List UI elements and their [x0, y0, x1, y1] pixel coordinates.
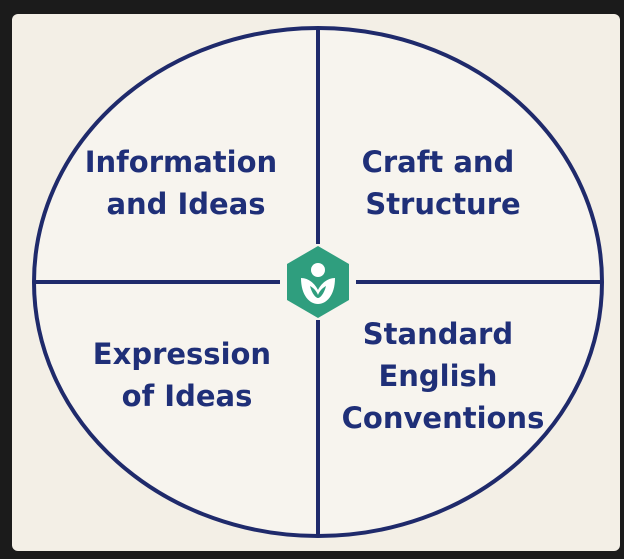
khan-academy-logo-icon — [280, 244, 356, 320]
quadrant-diagram: Information and Ideas Craft and Structur… — [32, 26, 604, 538]
label-expression-of-ideas: Expression of Ideas — [93, 337, 281, 413]
label-standard-english-conventions: Standard English Conventions — [342, 317, 545, 435]
label-information-and-ideas: Information and Ideas — [85, 145, 288, 221]
label-craft-and-structure: Craft and Structure — [362, 145, 525, 221]
diagram-frame: Information and Ideas Craft and Structur… — [12, 14, 620, 551]
